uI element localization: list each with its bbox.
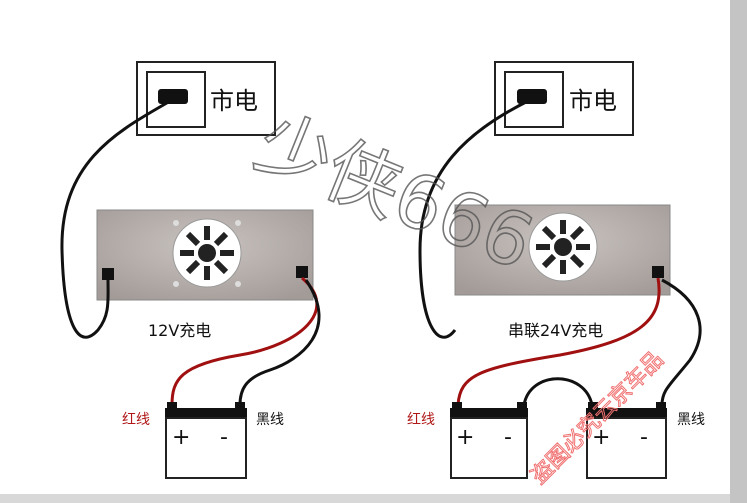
plug-icon [517, 89, 547, 104]
right-battery-1: + - [450, 402, 528, 479]
bottom-edge-strip [0, 494, 730, 503]
svg-text:-: - [504, 425, 512, 450]
outlet-label: 市电 [210, 87, 258, 115]
svg-text:-: - [640, 425, 648, 450]
black-wire-label: 黑线 [256, 412, 284, 428]
black-wire [238, 279, 321, 406]
svg-text:+: + [172, 425, 190, 450]
charger-label: 串联24V充电 [508, 321, 603, 340]
right-battery-2: + - [586, 402, 667, 479]
right-edge-strip [730, 0, 747, 503]
power-cord [418, 98, 531, 339]
fan-icon [554, 238, 572, 256]
power-cord [60, 98, 173, 339]
charger-label: 12V充电 [148, 321, 211, 340]
right-charger [454, 204, 671, 296]
left-battery: + - [165, 402, 247, 479]
red-wire-label: 红线 [407, 412, 435, 428]
svg-text:-: - [220, 425, 228, 450]
svg-text:+: + [456, 425, 474, 450]
right-outlet: 市电 [494, 61, 634, 136]
black-wire-label: 黑线 [677, 412, 705, 428]
plug-icon [158, 89, 188, 104]
left-charger [96, 209, 314, 301]
red-wire-label: 红线 [122, 412, 150, 428]
red-wire [456, 277, 661, 406]
fan-icon [198, 244, 216, 262]
left-outlet: 市电 [136, 61, 276, 136]
svg-text:+: + [592, 425, 610, 450]
series-link-wire [522, 377, 594, 406]
black-wire [660, 278, 702, 406]
outlet-label: 市电 [569, 87, 617, 115]
